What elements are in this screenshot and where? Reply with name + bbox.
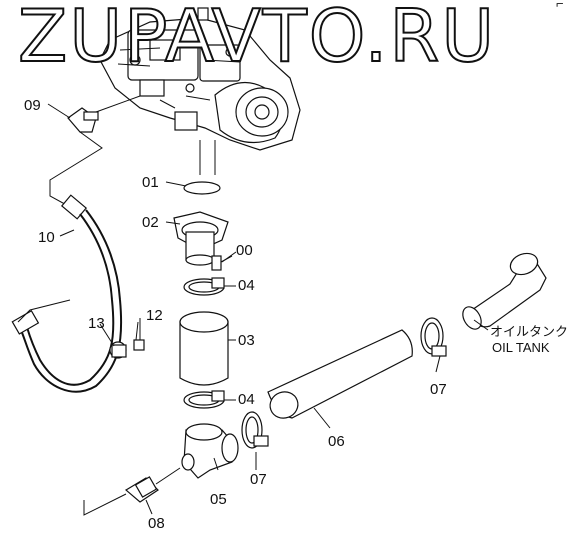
oil-tank-label-jp: オイルタンク [490,324,568,339]
label-part-05: 05 [210,491,227,508]
label-part-13: 13 [88,315,105,332]
label-part-02: 02 [142,214,159,231]
label-part-07-right: 07 [430,381,447,398]
label-part-04-lower: 04 [238,391,255,408]
part-05-tee-fitting [181,423,239,479]
label-part-00: 00 [236,242,253,259]
label-part-08: 08 [148,515,165,532]
part-12-13-clamp [109,318,145,359]
label-part-09: 09 [24,97,41,114]
oil-tank-outlet-pipe [462,252,547,330]
hydraulic-pump-assembly [99,7,301,175]
part-00-bolt [211,255,233,271]
part-10-hose [11,194,123,393]
label-part-07-left: 07 [250,471,267,488]
part-02-flange [173,211,229,266]
part-07-clamp-left [241,411,269,449]
part-08-check-valve [83,467,181,516]
part-04-clamp-lower [183,390,225,409]
part-04-clamp-upper [183,277,225,296]
label-part-03: 03 [238,332,255,349]
oil-tank-label-en: OIL TANK [492,340,550,355]
leader-lines [47,103,489,515]
part-03-sleeve [179,311,229,386]
part-09-elbow-fitting [49,95,141,209]
part-07-clamp-right [420,317,447,357]
watermark-text: ZUPAVTO.RU [17,0,497,78]
corner-mark: ⌐ [556,0,564,11]
part-06-suction-hose [267,329,413,419]
label-part-10: 10 [38,229,55,246]
label-part-01: 01 [142,174,159,191]
label-part-12: 12 [146,307,163,324]
label-part-04-upper: 04 [238,277,255,294]
part-01-o-ring [183,181,221,195]
label-part-06: 06 [328,433,345,450]
